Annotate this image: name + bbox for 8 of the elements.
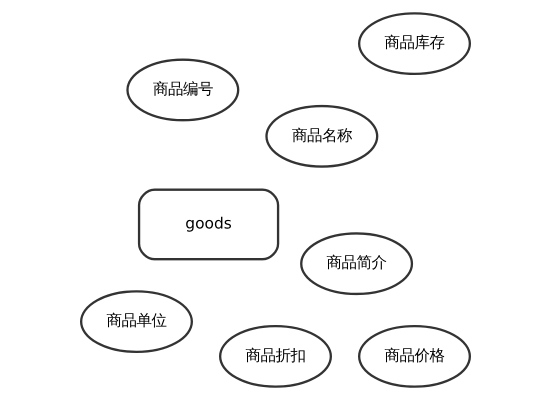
node-box: goods [137,188,279,260]
node-ellipse: 商品名称 [264,104,378,168]
node-ellipse: 商品价格 [358,324,470,388]
node-ellipse: 商品单位 [80,290,192,354]
node-ellipse: 商品库存 [358,12,470,76]
node-ellipse: 商品折扣 [218,324,332,388]
node-ellipse: 商品编号 [126,58,239,122]
node-ellipse: 商品简介 [300,232,413,296]
